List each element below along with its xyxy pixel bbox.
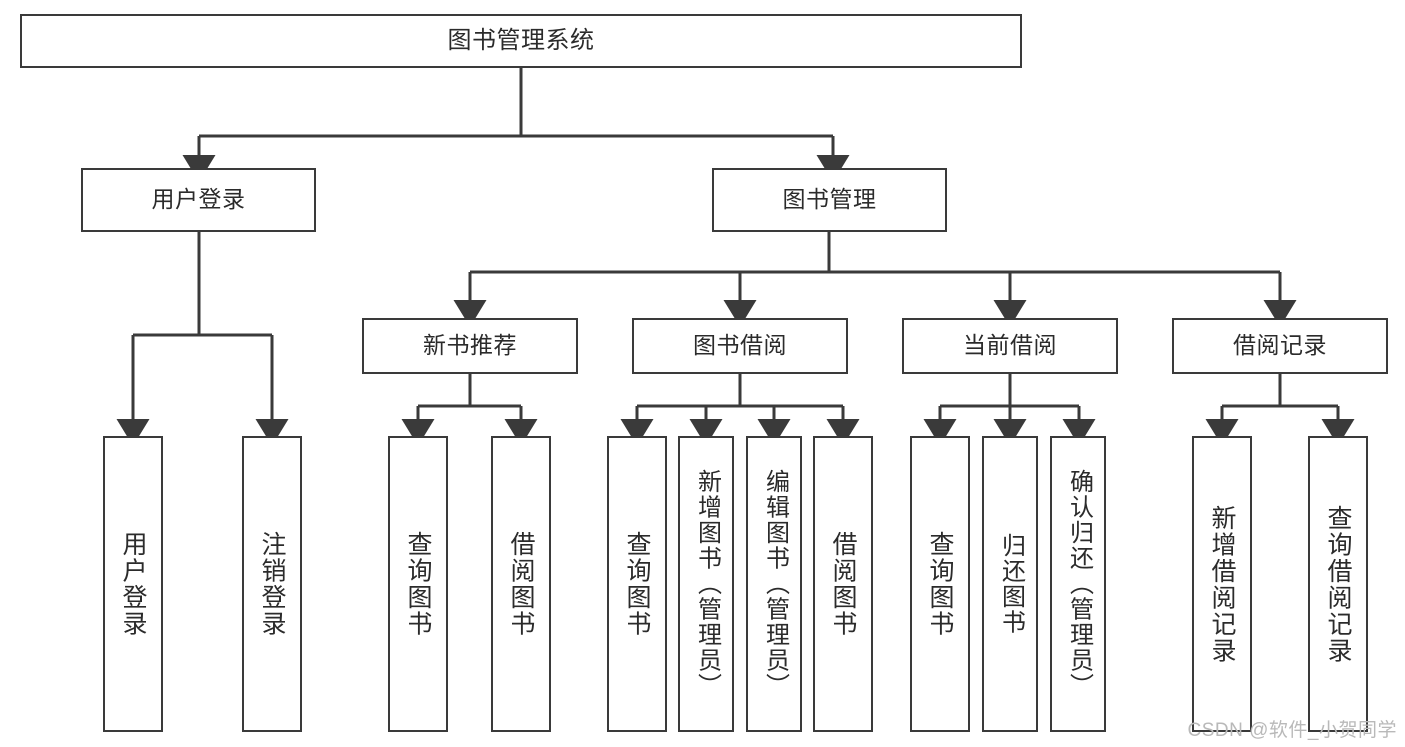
node-label: 查询图书 xyxy=(404,531,432,637)
node-label: 确认归还（管理员） xyxy=(1065,469,1093,699)
node-book-borrow[interactable]: 图书借阅 xyxy=(632,318,848,374)
node-leaf-user-login[interactable]: 用户登录 xyxy=(103,436,163,732)
node-label: 查询图书 xyxy=(926,531,954,637)
node-label: 查询借阅记录 xyxy=(1324,504,1352,664)
node-label: 借阅图书 xyxy=(829,531,857,637)
node-label: 当前借阅 xyxy=(963,332,1057,359)
node-label: 借阅图书 xyxy=(507,531,535,637)
node-label: 归还图书 xyxy=(997,533,1025,635)
node-leaf-query-book-1[interactable]: 查询图书 xyxy=(388,436,448,732)
node-label: 新增借阅记录 xyxy=(1208,504,1236,664)
node-leaf-add-book[interactable]: 新增图书（管理员） xyxy=(678,436,734,732)
node-label: 注销登录 xyxy=(258,531,286,637)
node-leaf-edit-book[interactable]: 编辑图书（管理员） xyxy=(746,436,802,732)
node-leaf-query-book-2[interactable]: 查询图书 xyxy=(607,436,667,732)
node-leaf-confirm-return[interactable]: 确认归还（管理员） xyxy=(1050,436,1106,732)
node-book-manage[interactable]: 图书管理 xyxy=(712,168,947,232)
node-label: 图书管理系统 xyxy=(447,26,595,54)
node-leaf-user-logout[interactable]: 注销登录 xyxy=(242,436,302,732)
node-current-borrow[interactable]: 当前借阅 xyxy=(902,318,1118,374)
node-leaf-query-record[interactable]: 查询借阅记录 xyxy=(1308,436,1368,732)
node-leaf-query-book-3[interactable]: 查询图书 xyxy=(910,436,970,732)
node-leaf-return-book[interactable]: 归还图书 xyxy=(982,436,1038,732)
node-new-book-rec[interactable]: 新书推荐 xyxy=(362,318,578,374)
node-label: 新书推荐 xyxy=(423,332,517,359)
csdn-watermark: CSDN @软件_小贺同学 xyxy=(1187,720,1397,741)
node-leaf-borrow-book-1[interactable]: 借阅图书 xyxy=(491,436,551,732)
node-leaf-add-record[interactable]: 新增借阅记录 xyxy=(1192,436,1252,732)
node-label: 借阅记录 xyxy=(1233,332,1327,359)
node-label: 图书借阅 xyxy=(693,332,787,359)
node-label: 查询图书 xyxy=(623,531,651,637)
node-label: 图书管理 xyxy=(782,186,877,213)
node-borrow-record[interactable]: 借阅记录 xyxy=(1172,318,1388,374)
node-leaf-borrow-book-2[interactable]: 借阅图书 xyxy=(813,436,873,732)
node-user-login[interactable]: 用户登录 xyxy=(81,168,316,232)
node-label: 用户登录 xyxy=(119,531,147,637)
node-label: 用户登录 xyxy=(151,186,246,213)
node-label: 编辑图书（管理员） xyxy=(761,469,789,699)
node-label: 新增图书（管理员） xyxy=(693,469,721,699)
node-root-system[interactable]: 图书管理系统 xyxy=(20,14,1022,68)
